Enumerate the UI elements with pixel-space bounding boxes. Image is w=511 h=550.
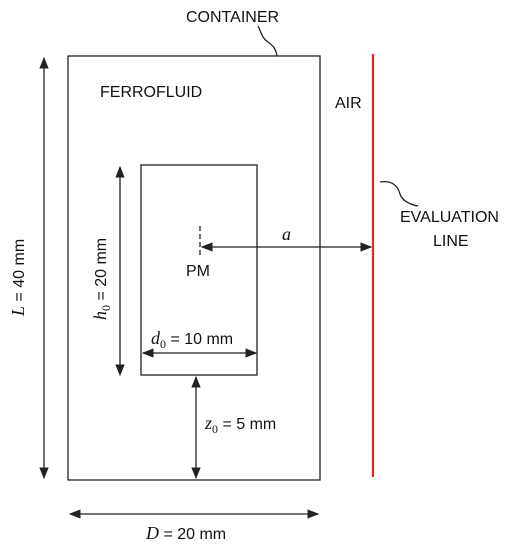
z0-subscript: 0 (212, 422, 218, 436)
evaluation-label-line1: EVALUATION (400, 209, 499, 226)
D-value: = 20 mm (159, 526, 226, 543)
d0-label: d0 = 10 mm (151, 328, 233, 351)
h0-subscript: 0 (99, 305, 113, 311)
container-label: CONTAINER (186, 9, 279, 26)
pm-rect (140, 164, 258, 376)
container-leader (257, 25, 278, 57)
h0-value: = 20 mm (93, 238, 110, 305)
z0-label: z0 = 5 mm (204, 413, 276, 436)
L-symbol: L (8, 306, 28, 317)
evaluation-label-line2: LINE (433, 233, 469, 250)
d0-value: = 10 mm (166, 331, 233, 348)
D-label: D = 20 mm (145, 523, 226, 543)
L-label: L = 40 mm (8, 239, 28, 317)
d0-symbol: d (151, 328, 161, 348)
L-value: = 40 mm (11, 239, 28, 306)
pm-label: PM (186, 263, 210, 280)
d0-subscript: 0 (160, 337, 166, 351)
air-label: AIR (335, 95, 362, 112)
z0-symbol: z (204, 413, 212, 433)
a-label: a (282, 224, 291, 244)
h0-label: h0 = 20 mm (90, 238, 113, 320)
ferrofluid-label: FERROFLUID (100, 84, 202, 101)
evaluation-leader (379, 180, 419, 207)
container-rect (67, 55, 321, 481)
D-symbol: D (145, 523, 159, 543)
z0-value: = 5 mm (218, 416, 276, 433)
h0-symbol: h (90, 311, 110, 320)
